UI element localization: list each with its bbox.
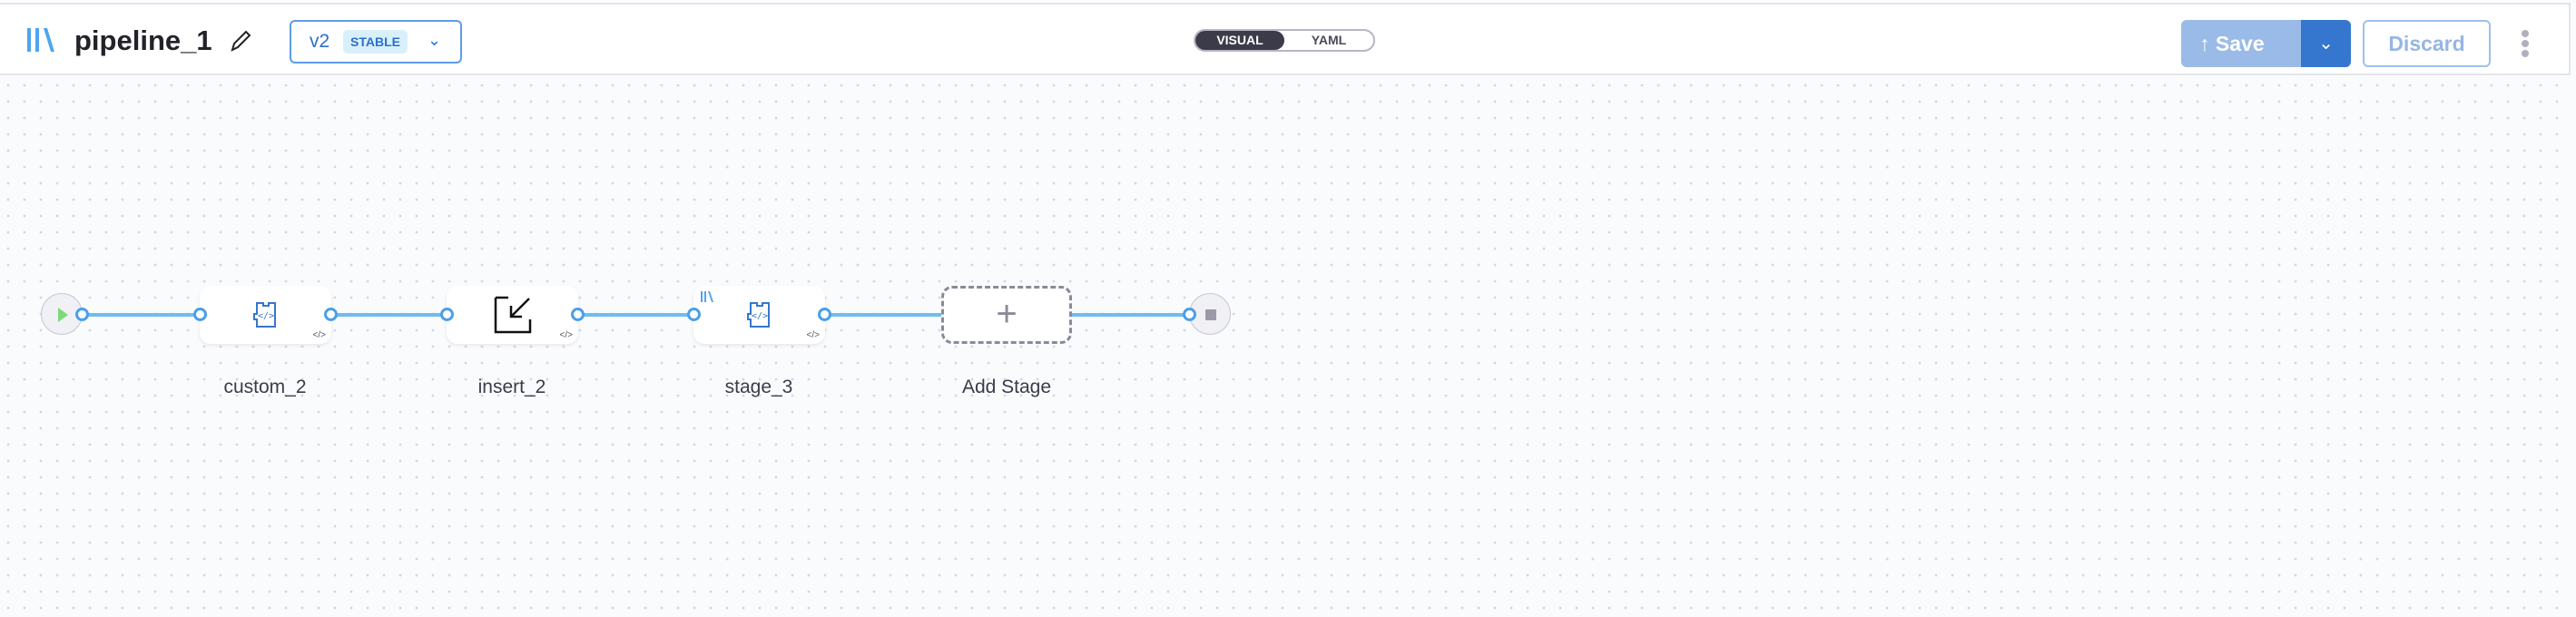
version-selector[interactable]: v2 STABLE ⌄ xyxy=(290,20,462,64)
port[interactable] xyxy=(193,308,207,321)
discard-button[interactable]: Discard xyxy=(2363,20,2491,67)
custom-stage-icon: </> xyxy=(252,302,276,328)
stage-label: insert_2 xyxy=(477,377,546,397)
insert-arrow-icon xyxy=(494,296,531,334)
version-label: v2 xyxy=(310,31,330,52)
port[interactable] xyxy=(571,308,585,321)
port[interactable] xyxy=(324,308,338,321)
port[interactable] xyxy=(1183,308,1196,321)
save-options-dropdown[interactable]: ⌄ xyxy=(2301,20,2351,67)
pipeline-chain-icon xyxy=(701,291,713,302)
edit-pencil-icon[interactable] xyxy=(229,28,252,54)
code-icon: </> xyxy=(806,330,820,340)
edge xyxy=(331,313,447,317)
pipeline-logo-icon xyxy=(27,28,54,52)
stage-node-stage_3[interactable]: </> </> xyxy=(693,286,825,344)
code-icon: </> xyxy=(312,330,326,340)
edge xyxy=(1072,313,1190,317)
custom-stage-icon: </> xyxy=(746,302,770,328)
edge xyxy=(578,313,694,317)
stage-node-insert_2[interactable]: </> xyxy=(447,286,578,344)
edge xyxy=(82,313,202,317)
tab-yaml[interactable]: YAML xyxy=(1311,33,1347,47)
port[interactable] xyxy=(440,308,454,321)
port[interactable] xyxy=(687,308,701,321)
chevron-down-icon: ⌄ xyxy=(2318,34,2334,54)
tab-visual[interactable]: VISUAL xyxy=(1195,31,1284,50)
port[interactable] xyxy=(818,308,831,321)
pipeline-canvas[interactable]: </> </> </> </> </> + custom_2 insert_2 … xyxy=(0,77,2571,617)
code-icon: </> xyxy=(559,330,573,340)
pipeline-header: pipeline_1 v2 STABLE ⌄ VISUAL YAML ↑ Sav… xyxy=(0,3,2571,75)
add-stage-label: Add Stage xyxy=(961,377,1052,397)
add-stage-button[interactable]: + xyxy=(941,286,1072,344)
play-icon xyxy=(58,308,68,322)
upload-arrow-icon: ↑ xyxy=(2199,32,2210,55)
save-button[interactable]: ↑ Save xyxy=(2181,20,2301,67)
svg-text:</>: </> xyxy=(257,311,273,321)
pipeline-title: pipeline_1 xyxy=(74,24,212,56)
stage-label: custom_2 xyxy=(223,377,307,397)
more-options-icon[interactable] xyxy=(2522,30,2531,60)
stage-label: stage_3 xyxy=(724,377,793,397)
stage-node-custom_2[interactable]: </> </> xyxy=(200,286,331,344)
plus-icon: + xyxy=(996,294,1018,334)
svg-text:</>: </> xyxy=(751,311,767,321)
version-badge: STABLE xyxy=(343,30,408,54)
stop-icon xyxy=(1205,309,1216,320)
edge xyxy=(825,313,941,317)
port[interactable] xyxy=(75,308,89,321)
save-label: Save xyxy=(2215,32,2265,55)
view-toggle[interactable]: VISUAL YAML xyxy=(1194,29,1375,52)
chevron-down-icon: ⌄ xyxy=(428,31,442,49)
